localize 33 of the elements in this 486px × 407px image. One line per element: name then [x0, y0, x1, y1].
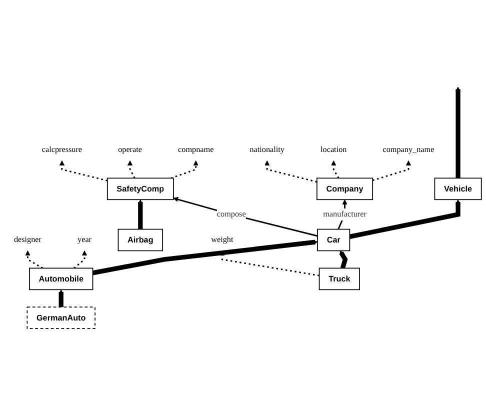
node-text: year — [78, 236, 92, 245]
arrow — [138, 200, 143, 230]
arrow — [372, 160, 412, 182]
arrow — [349, 200, 461, 240]
node-text: nationality — [250, 146, 284, 155]
node-text: calcpressure — [42, 146, 82, 155]
node-box: Company — [316, 178, 374, 200]
edge-label: manufacturer — [323, 210, 366, 220]
arrow — [59, 160, 108, 182]
arrow — [331, 160, 340, 179]
node-box: Vehicle — [434, 178, 482, 200]
node-text: company_name — [382, 146, 434, 155]
arrow — [92, 240, 318, 276]
arrow — [74, 250, 88, 270]
arrow — [25, 250, 44, 270]
arrow — [170, 160, 198, 180]
edge-label: compose — [216, 210, 246, 220]
node-box: Airbag — [118, 229, 164, 252]
node-text: compname — [178, 146, 214, 155]
node-text: designer — [14, 236, 42, 245]
arrow — [127, 160, 136, 179]
node-box: Automobile — [29, 268, 94, 290]
arrow — [58, 290, 64, 308]
node-text: operate — [118, 146, 142, 155]
node-box: SafetyComp — [106, 178, 174, 200]
node-box: Truck — [318, 268, 360, 290]
node-box: Car — [317, 229, 350, 252]
node-box: GermanAuto — [26, 307, 96, 330]
arrow — [264, 160, 318, 183]
node-text: weight — [211, 236, 234, 245]
node-text: location — [320, 146, 347, 155]
arrow — [455, 87, 461, 179]
arrow — [339, 250, 348, 270]
